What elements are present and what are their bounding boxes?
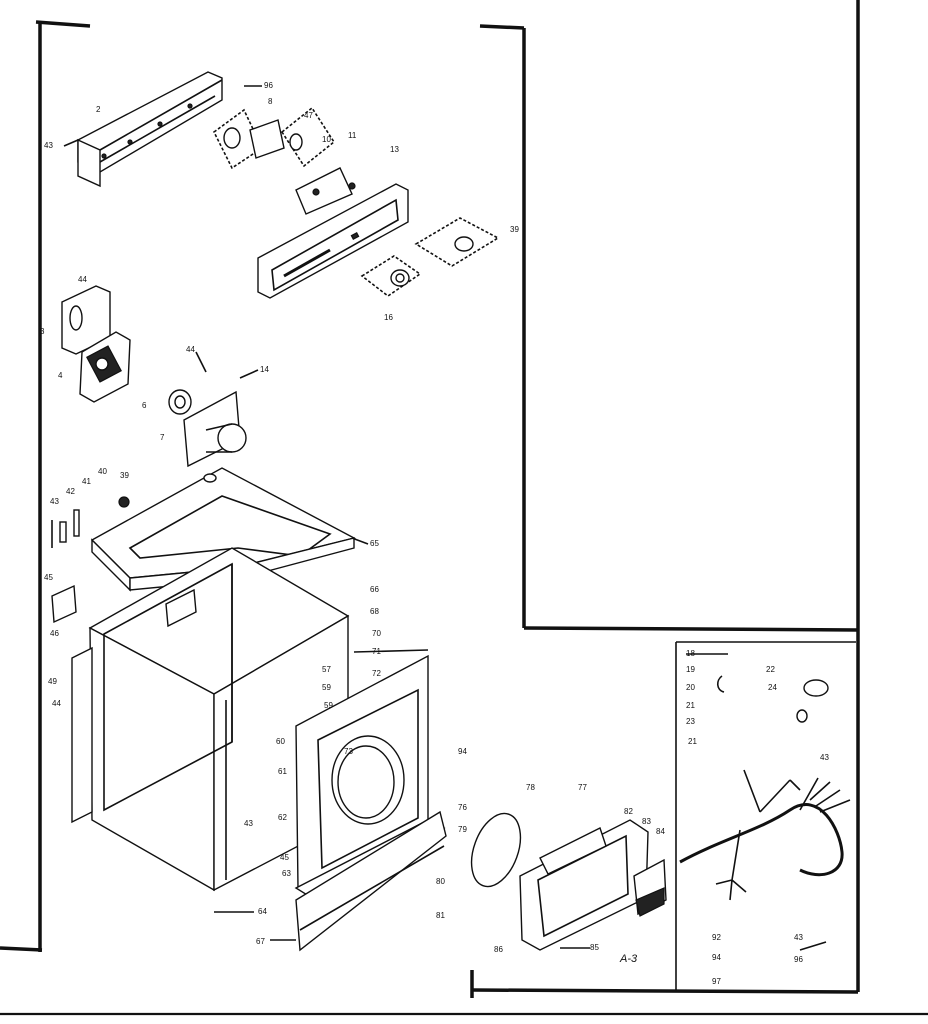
callout: 13 (390, 145, 399, 154)
timer-switch-assembly (212, 106, 356, 215)
callout: 77 (578, 783, 587, 792)
callout: 96 (794, 955, 803, 964)
small-hardware-left (51, 509, 80, 624)
callout: 23 (686, 717, 695, 726)
callout: 72 (372, 669, 381, 678)
callout: 70 (372, 629, 381, 638)
toe-kick-panel (295, 810, 447, 952)
callout: 92 (712, 933, 721, 942)
callout: 44 (186, 345, 195, 354)
callout: 3 (40, 327, 45, 336)
control-panel (257, 183, 409, 299)
callout: 67 (256, 937, 265, 946)
callout: 43 (244, 819, 253, 828)
callout: 84 (656, 827, 665, 836)
callout: 83 (642, 817, 651, 826)
callout: 85 (590, 943, 599, 952)
callout: 62 (278, 813, 287, 822)
callout: 2 (96, 105, 101, 114)
callout: 39 (510, 225, 519, 234)
callout: 7 (160, 433, 165, 442)
callout: 42 (66, 487, 75, 496)
callout: 94 (458, 747, 467, 756)
leader-lines (63, 85, 827, 951)
callout: 45 (280, 853, 289, 862)
callout: 43 (44, 141, 53, 150)
callout: 82 (624, 807, 633, 816)
callout: 44 (52, 699, 61, 708)
callout: 60 (276, 737, 285, 746)
callout: 6 (142, 401, 147, 410)
callout: 68 (370, 607, 379, 616)
callout: 19 (686, 665, 695, 674)
callout: 76 (458, 803, 467, 812)
control-knobs (360, 217, 500, 297)
callout: 22 (766, 665, 775, 674)
callout: 10 (322, 135, 331, 144)
callout: 18 (686, 649, 695, 658)
callout: 80 (436, 877, 445, 886)
callout: 46 (50, 629, 59, 638)
callout: 43 (794, 933, 803, 942)
callout: 40 (98, 467, 107, 476)
callout: 44 (78, 275, 87, 284)
callout: 8 (268, 97, 273, 106)
callout: 20 (686, 683, 695, 692)
callout: 96 (264, 81, 273, 90)
callout: 71 (372, 647, 381, 656)
callout: 66 (370, 585, 379, 594)
callout: 16 (384, 313, 393, 322)
callout: 59 (324, 701, 333, 710)
callout: 79 (458, 825, 467, 834)
callout: 63 (282, 869, 291, 878)
door-assembly (470, 812, 667, 951)
callout: 64 (258, 907, 267, 916)
callout: 43 (50, 497, 59, 506)
callout: 57 (322, 665, 331, 674)
callout: 45 (44, 573, 53, 582)
console-rear-panel (77, 71, 223, 188)
callout: 73 (344, 747, 353, 756)
callout: 78 (526, 783, 535, 792)
callout: 39 (120, 471, 129, 480)
callout: 86 (494, 945, 503, 954)
callout: 81 (436, 911, 445, 920)
callout: 4 (58, 371, 63, 380)
callout-labels: 96 8 47 10 11 2 43 13 39 16 44 3 4 44 6 … (40, 81, 829, 986)
callout: 24 (768, 683, 777, 692)
callout: 43 (820, 753, 829, 762)
callout: 21 (688, 737, 697, 746)
figure-reference: A-3 (619, 953, 638, 965)
callout: 41 (82, 477, 91, 486)
callout: 49 (48, 677, 57, 686)
callout: 59 (322, 683, 331, 692)
callout: 61 (278, 767, 287, 776)
wiring-harness (679, 675, 851, 901)
callout: 94 (712, 953, 721, 962)
fan-housing-parts (61, 285, 247, 468)
callout: 47 (304, 111, 313, 120)
callout: 97 (712, 977, 721, 986)
callout: 14 (260, 365, 269, 374)
callout: 21 (686, 701, 695, 710)
callout: 11 (348, 131, 357, 140)
callout: 65 (370, 539, 379, 548)
